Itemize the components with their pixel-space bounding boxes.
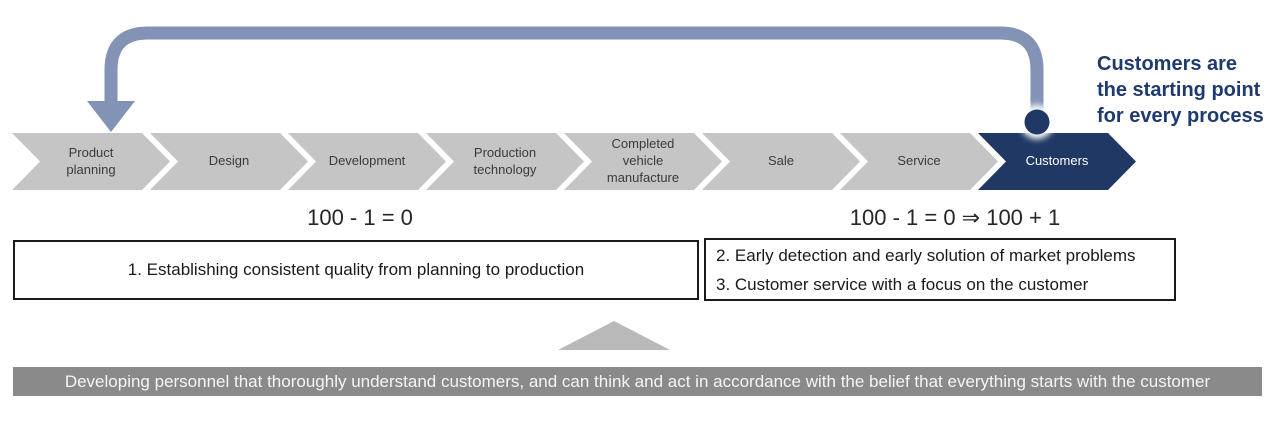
chevron-design: Design: [150, 133, 308, 190]
feedback-arrow-shaft: [104, 26, 1044, 118]
chevron-product-planning: Product planning: [12, 133, 170, 190]
feedback-arrow-head-icon: [87, 101, 135, 132]
chevron-development: Development: [288, 133, 446, 190]
note-item-1: 1. Establishing consistent quality from …: [127, 260, 585, 279]
note-item-3: 3. Customer service with a focus on the …: [716, 274, 1089, 294]
equation-right: 100 - 1 = 0 ⇒ 100 + 1: [849, 205, 1061, 230]
equation-left: 100 - 1 = 0: [307, 205, 413, 230]
chevron-customers: Customers: [978, 133, 1136, 190]
connector-dot-icon: [1024, 109, 1050, 135]
chevron-sale: Sale: [702, 133, 860, 190]
chevron-production-technology: Production technology: [426, 133, 584, 190]
process-chevron-band: Product planning Design Development Prod…: [0, 133, 1280, 190]
heading-customers-starting-point: Customers are the starting point for eve…: [1097, 53, 1264, 127]
note-item-2: 2. Early detection and early solution of…: [716, 245, 1136, 265]
upward-triangle-icon: [558, 321, 670, 350]
note-box-quality: 1. Establishing consistent quality from …: [13, 240, 699, 300]
chevron-completed-vehicle-manufacture: Completed vehicle manufacture: [564, 133, 722, 190]
chevron-service: Service: [840, 133, 998, 190]
note-box-market-service: 2. Early detection and early solution of…: [704, 238, 1176, 301]
banner-developing-personnel: Developing personnel that thoroughly und…: [13, 367, 1262, 396]
